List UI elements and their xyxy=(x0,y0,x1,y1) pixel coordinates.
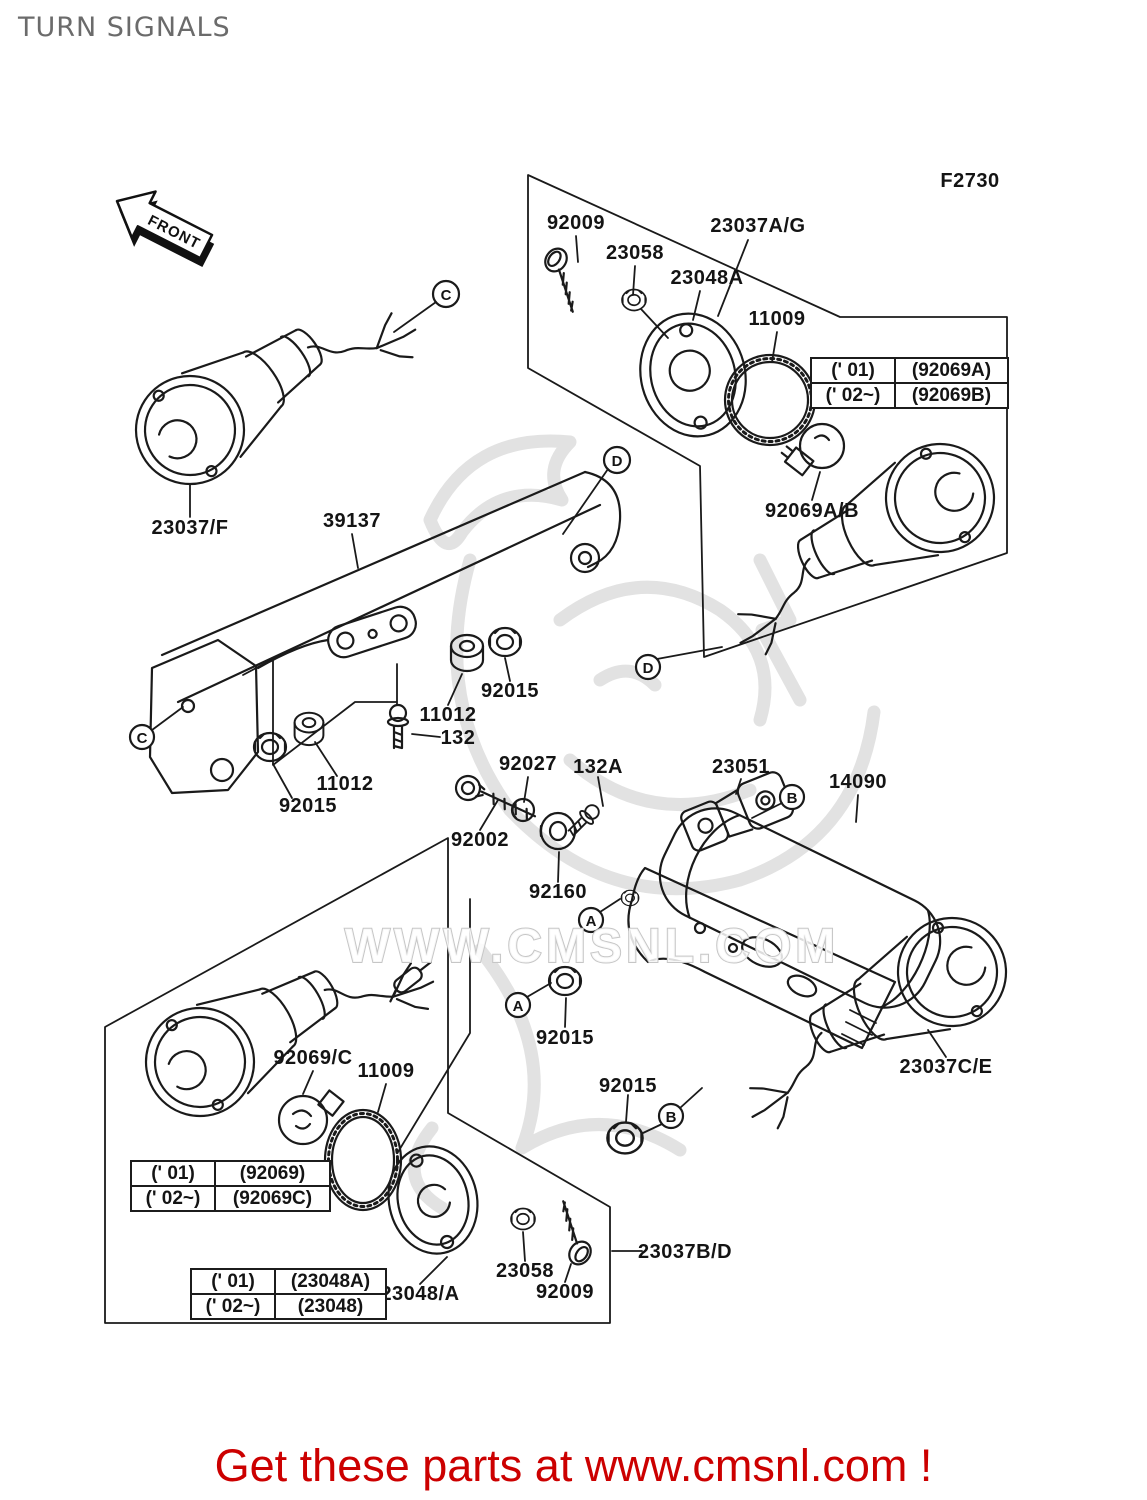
bulb-92069ab xyxy=(780,422,846,477)
lens-base-23048a-bottom xyxy=(387,1145,479,1255)
callout-b-mid: B xyxy=(787,790,798,807)
lens-table-bottom: (' 01) (23048A) (' 02~) (23048) xyxy=(190,1268,387,1320)
table-cell: (92069C) xyxy=(214,1185,331,1212)
callout-c-top: C xyxy=(441,287,452,304)
part-label-92002: 92002 xyxy=(451,829,509,851)
part-label-11009-2: 11009 xyxy=(357,1060,414,1082)
grommet-92160 xyxy=(539,811,577,851)
part-label-23048a: 23048A xyxy=(670,267,743,289)
table-cell: (23048) xyxy=(274,1293,387,1320)
gasket-11009-bottom xyxy=(323,1108,403,1212)
callout-a-low: A xyxy=(513,998,524,1015)
part-label-23037ce: 23037C/E xyxy=(900,1056,993,1078)
part-label-132a: 132A xyxy=(573,756,623,778)
part-label-23037f: 23037/F xyxy=(152,517,229,539)
callout-d-top: D xyxy=(612,453,623,470)
figure-code: F2730 xyxy=(940,170,999,192)
nut-23058-bottom xyxy=(510,1207,536,1231)
callout-d-right: D xyxy=(643,660,654,677)
front-arrow: FRONT xyxy=(115,190,215,268)
part-label-92015-1: 92015 xyxy=(481,680,539,702)
table-cell: (' 02~) xyxy=(130,1185,216,1212)
part-label-92015-2: 92015 xyxy=(279,795,337,817)
footer-text[interactable]: Get these parts at www.cmsnl.com ! xyxy=(214,1440,933,1491)
screw-92009-bottom xyxy=(536,1200,608,1270)
part-label-92009-2: 92009 xyxy=(536,1281,594,1303)
part-labels: 92009 23058 23048A 23037A/G 11009 92069A… xyxy=(152,170,1000,1305)
part-label-23037ag: 23037A/G xyxy=(710,215,805,237)
callout-a-mid: A xyxy=(586,913,597,930)
table-cell: (' 01) xyxy=(810,357,896,384)
part-label-11009-top: 11009 xyxy=(748,308,805,330)
part-label-92069ab: 92069A/B xyxy=(765,500,859,522)
part-label-23058-2: 23058 xyxy=(496,1260,554,1282)
table-cell: (' 02~) xyxy=(190,1293,276,1320)
callout-c-left: C xyxy=(137,730,148,747)
bracket-39137-shape xyxy=(148,470,622,795)
part-label-23051: 23051 xyxy=(712,756,770,778)
bulb-table-bottom: (' 01) (92069) (' 02~) (92069C) xyxy=(130,1160,331,1212)
part-label-132: 132 xyxy=(441,727,476,749)
screw-92009-top xyxy=(528,243,600,313)
table-cell: (23048A) xyxy=(274,1268,387,1295)
part-label-92027: 92027 xyxy=(499,753,557,775)
part-label-23058-top: 23058 xyxy=(606,242,664,264)
page-title: TURN SIGNALS xyxy=(18,12,231,43)
wire-connector xyxy=(389,961,432,1003)
bulb-92069c xyxy=(277,1089,345,1146)
table-cell: (92069A) xyxy=(894,357,1009,384)
table-cell: (' 01) xyxy=(130,1160,216,1187)
part-label-14090: 14090 xyxy=(829,771,887,793)
table-cell: (' 01) xyxy=(190,1268,276,1295)
nut-92015-mid-1 xyxy=(487,626,523,658)
table-cell: (92069) xyxy=(214,1160,331,1187)
part-label-23037bd: 23037B/D xyxy=(638,1241,732,1263)
part-label-39137: 39137 xyxy=(323,510,381,532)
leader-lines xyxy=(151,235,947,1285)
table-cell: (92069B) xyxy=(894,382,1009,409)
part-label-92009-top: 92009 xyxy=(547,212,605,234)
bolt-92002 xyxy=(454,774,537,821)
heat-shield-shape xyxy=(627,866,897,1050)
bulb-table-top: (' 01) (92069A) (' 02~) (92069B) xyxy=(810,357,1009,409)
part-label-23048a-2: 23048/A xyxy=(380,1283,459,1305)
gasket-11009-top xyxy=(723,353,817,447)
bolt-132 xyxy=(386,703,410,750)
callout-circles: C C D D B A A B xyxy=(128,279,806,1130)
cover-14090-shape xyxy=(658,807,942,1009)
washer-92027 xyxy=(510,797,536,823)
turn-signal-lamp-front-left xyxy=(113,245,429,518)
part-label-11012-1: 11012 xyxy=(419,704,476,726)
part-label-92160: 92160 xyxy=(529,881,587,903)
part-label-92069c: 92069/C xyxy=(273,1047,352,1069)
part-label-92015-4: 92015 xyxy=(599,1075,657,1097)
part-label-11012-2: 11012 xyxy=(316,773,373,795)
part-label-92015-3: 92015 xyxy=(536,1027,594,1049)
lens-base-23048a-top xyxy=(639,312,747,438)
cmsnl-watermark-text: WWW.CMSNL.COM xyxy=(345,920,840,973)
bushing-11012-2 xyxy=(293,711,325,747)
table-cell: (' 02~) xyxy=(810,382,896,409)
callout-b-low: B xyxy=(666,1109,677,1126)
